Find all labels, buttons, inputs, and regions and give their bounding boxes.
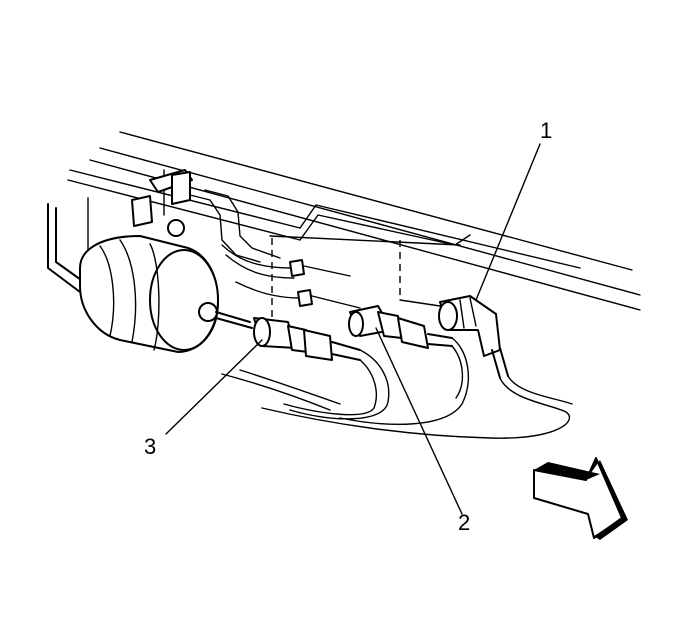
connector-3 (253, 317, 361, 361)
front-direction-arrow-icon (533, 457, 628, 540)
fuel-hoses (221, 337, 573, 439)
callout-3: 3 (144, 434, 156, 459)
callout-2: 2 (458, 510, 470, 535)
mounting-bracket (131, 169, 281, 263)
connector-2 (348, 305, 453, 349)
connector-1 (438, 295, 509, 379)
leader-lines (165, 143, 541, 515)
callout-1: 1 (540, 118, 552, 143)
filter-hanger (47, 203, 85, 293)
rear-fuel-lines (221, 244, 441, 309)
fuel-filter (79, 235, 253, 353)
